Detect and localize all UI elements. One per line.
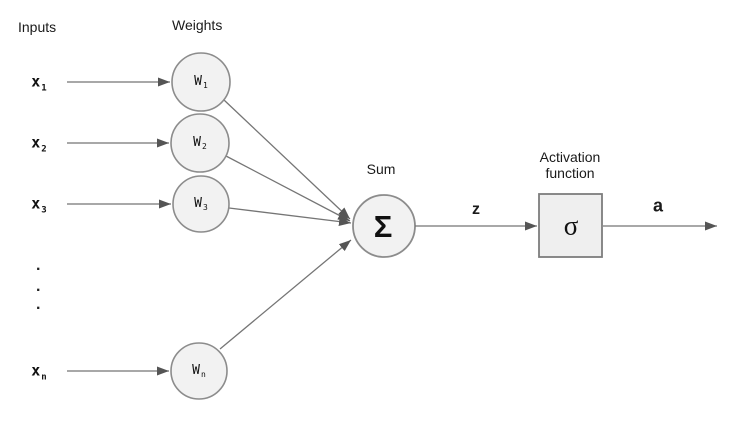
input-label-base: x <box>31 72 41 91</box>
sigma-sum-symbol: Σ <box>373 209 393 244</box>
input-label-x3: x3 <box>31 195 46 216</box>
input-label-sub: 1 <box>41 83 47 94</box>
weight-label-base: W <box>193 135 201 150</box>
input-label-sub: n <box>41 372 47 383</box>
arrow-w2-to-sum <box>225 155 351 222</box>
weight-node-wn <box>170 342 228 400</box>
weight-label-base: W <box>194 74 202 89</box>
arrow-w1-to-sum <box>223 99 351 220</box>
weight-label-sub: 1 <box>203 81 208 90</box>
weight-label-sub: 3 <box>203 203 208 212</box>
activation-heading-line2: function <box>545 165 595 181</box>
weight-label-w3: W3 <box>194 196 208 212</box>
input-label-sub: 3 <box>41 205 47 216</box>
activation-heading: Activation function <box>540 149 601 181</box>
weight-node-w3 <box>172 175 230 233</box>
weight-label-wn: Wn <box>192 363 206 379</box>
weight-label-w1: W1 <box>194 74 208 90</box>
weight-label-w2: W2 <box>193 135 207 151</box>
weights-heading: Weights <box>172 17 223 33</box>
a-signal-label: a <box>652 195 664 216</box>
input-label-sub: 2 <box>41 144 47 155</box>
input-label-base: x <box>31 194 41 213</box>
weight-node-w2 <box>170 113 230 173</box>
sum-heading: Sum <box>366 161 396 177</box>
sigma-activation-symbol: σ <box>563 210 579 241</box>
input-label-x2: x2 <box>31 134 46 155</box>
arrow-wn-to-sum <box>219 239 352 350</box>
weight-label-sub: 2 <box>202 142 207 151</box>
input-label-base: x <box>31 133 41 152</box>
activation-box <box>538 193 603 258</box>
weight-label-base: W <box>192 363 200 378</box>
input-label-x1: x1 <box>31 73 46 94</box>
weight-label-sub: n <box>201 370 206 379</box>
weight-label-base: W <box>194 196 202 211</box>
arrow-w3-to-sum <box>228 207 352 227</box>
ellipsis-dot: . <box>36 257 41 274</box>
activation-heading-line1: Activation <box>539 149 601 165</box>
input-label-xn: xn <box>31 362 46 383</box>
inputs-heading: Inputs <box>18 19 57 35</box>
ellipsis-dot: . <box>36 296 41 313</box>
weight-node-w1 <box>171 52 231 112</box>
ellipsis-dot: . <box>36 278 41 295</box>
z-signal-label: z <box>472 201 480 218</box>
input-label-base: x <box>31 361 41 380</box>
